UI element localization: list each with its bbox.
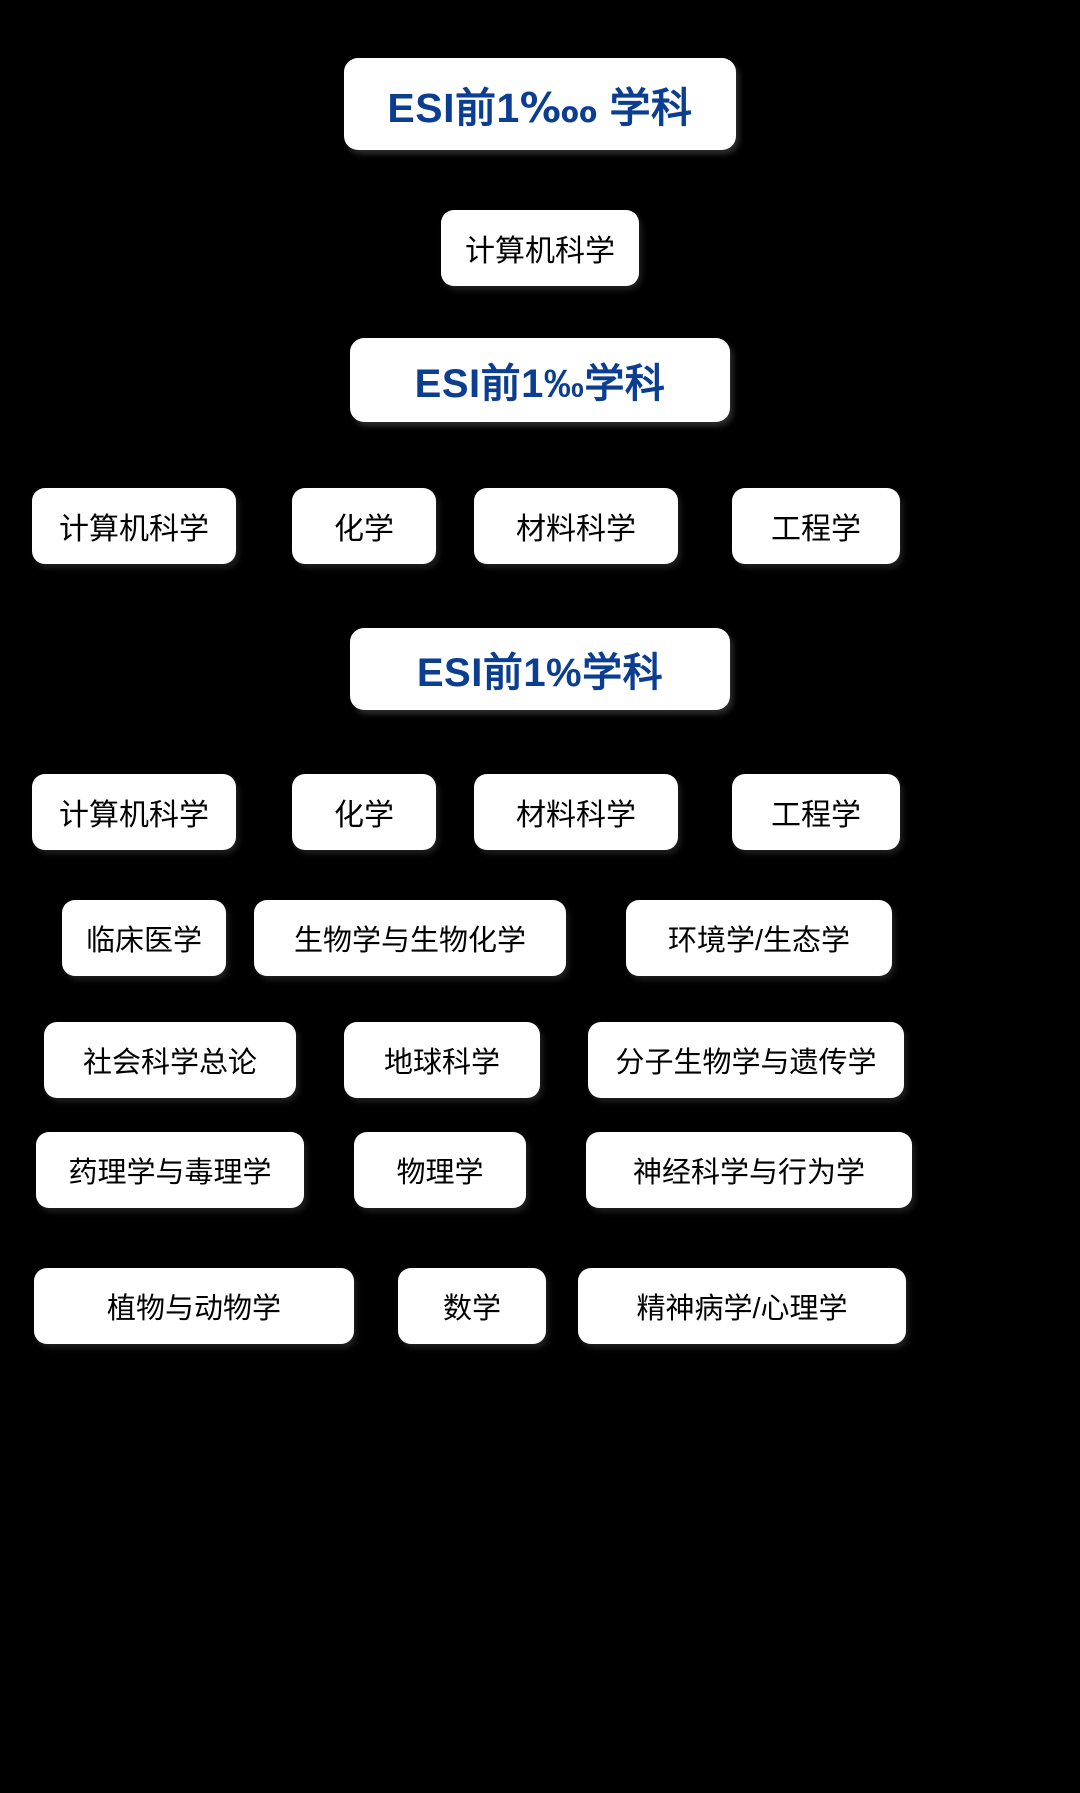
subject-chip[interactable]: 工程学 xyxy=(732,774,900,850)
subject-chip[interactable]: 社会科学总论 xyxy=(44,1022,296,1098)
section-header-label-2: ESI前1%学科 xyxy=(416,651,664,695)
subject-chip[interactable]: 化学 xyxy=(292,774,436,850)
chip-row-2-0: 计算机科学 化学 材料科学 工程学 xyxy=(32,774,1048,850)
chip-row-2-1: 临床医学 生物学与生物化学 环境学/生态学 xyxy=(62,900,1048,976)
subject-label: 地球科学 xyxy=(383,1047,500,1079)
subject-label: 计算机科学 xyxy=(59,799,209,832)
chip-row-1-0: 计算机科学 化学 材料科学 工程学 xyxy=(32,488,1048,564)
subject-chip[interactable]: 植物与动物学 xyxy=(34,1268,354,1344)
subject-chip[interactable]: 分子生物学与遗传学 xyxy=(588,1022,904,1098)
subject-label: 植物与动物学 xyxy=(106,1293,281,1325)
subject-label: 材料科学 xyxy=(516,513,636,546)
subject-label: 社会科学总论 xyxy=(82,1047,257,1079)
subject-label: 化学 xyxy=(334,513,394,546)
subject-label: 工程学 xyxy=(771,513,861,546)
subject-label: 生物学与生物化学 xyxy=(293,925,526,957)
subject-chip[interactable]: 物理学 xyxy=(354,1132,526,1208)
subject-chip[interactable]: 计算机科学 xyxy=(32,488,236,564)
subject-label: 分子生物学与遗传学 xyxy=(615,1047,877,1079)
subject-label: 临床医学 xyxy=(86,925,203,957)
chip-row-2-2: 社会科学总论 地球科学 分子生物学与遗传学 xyxy=(44,1022,1048,1098)
section-header-esi-top-1-percent[interactable]: ESI前1%学科 xyxy=(350,628,730,710)
subject-chip[interactable]: 化学 xyxy=(292,488,436,564)
subject-chip[interactable]: 药理学与毒理学 xyxy=(36,1132,304,1208)
subject-chip[interactable]: 工程学 xyxy=(732,488,900,564)
subject-label: 数学 xyxy=(442,1293,501,1325)
section-header-label-0: ESI前1‱ 学科 xyxy=(387,85,693,131)
subject-chip[interactable]: 计算机科学 xyxy=(32,774,236,850)
chip-row-2-4: 植物与动物学 数学 精神病学/心理学 xyxy=(34,1268,1048,1344)
subject-label: 计算机科学 xyxy=(59,513,209,546)
section-header-esi-top-1-permille[interactable]: ESI前1‰学科 xyxy=(350,338,730,422)
subject-chip[interactable]: 材料科学 xyxy=(474,488,678,564)
subject-label: 药理学与毒理学 xyxy=(68,1157,272,1189)
subject-label: 神经科学与行为学 xyxy=(632,1157,865,1189)
subject-label: 环境学/生态学 xyxy=(667,925,851,957)
subject-chip[interactable]: 计算机科学 xyxy=(441,210,639,286)
subject-chip[interactable]: 精神病学/心理学 xyxy=(578,1268,906,1344)
section-header-label-1: ESI前1‰学科 xyxy=(414,362,666,406)
subject-label: 物理学 xyxy=(396,1157,484,1189)
subject-chip[interactable]: 环境学/生态学 xyxy=(626,900,892,976)
section-header-esi-top-1-percent-row: ESI前1%学科 xyxy=(0,628,1080,710)
section-header-esi-top-1-per-ten-thousand-row: ESI前1‱ 学科 xyxy=(0,58,1080,150)
subject-chip[interactable]: 生物学与生物化学 xyxy=(254,900,566,976)
section-header-esi-top-1-permille-row: ESI前1‰学科 xyxy=(0,338,1080,422)
subject-label: 材料科学 xyxy=(516,799,636,832)
subject-chip[interactable]: 地球科学 xyxy=(344,1022,540,1098)
subject-chip[interactable]: 神经科学与行为学 xyxy=(586,1132,912,1208)
subject-label: 化学 xyxy=(334,799,394,832)
chip-row-2-3: 药理学与毒理学 物理学 神经科学与行为学 xyxy=(36,1132,1048,1208)
subject-chip[interactable]: 临床医学 xyxy=(62,900,226,976)
section-header-esi-top-1-per-ten-thousand[interactable]: ESI前1‱ 学科 xyxy=(344,58,736,150)
chip-row-0-0: 计算机科学 xyxy=(0,210,1080,286)
subject-chip[interactable]: 材料科学 xyxy=(474,774,678,850)
subject-label: 精神病学/心理学 xyxy=(636,1293,848,1325)
subject-chip[interactable]: 数学 xyxy=(398,1268,546,1344)
subject-label: 计算机科学 xyxy=(465,235,615,268)
subject-label: 工程学 xyxy=(771,799,861,832)
